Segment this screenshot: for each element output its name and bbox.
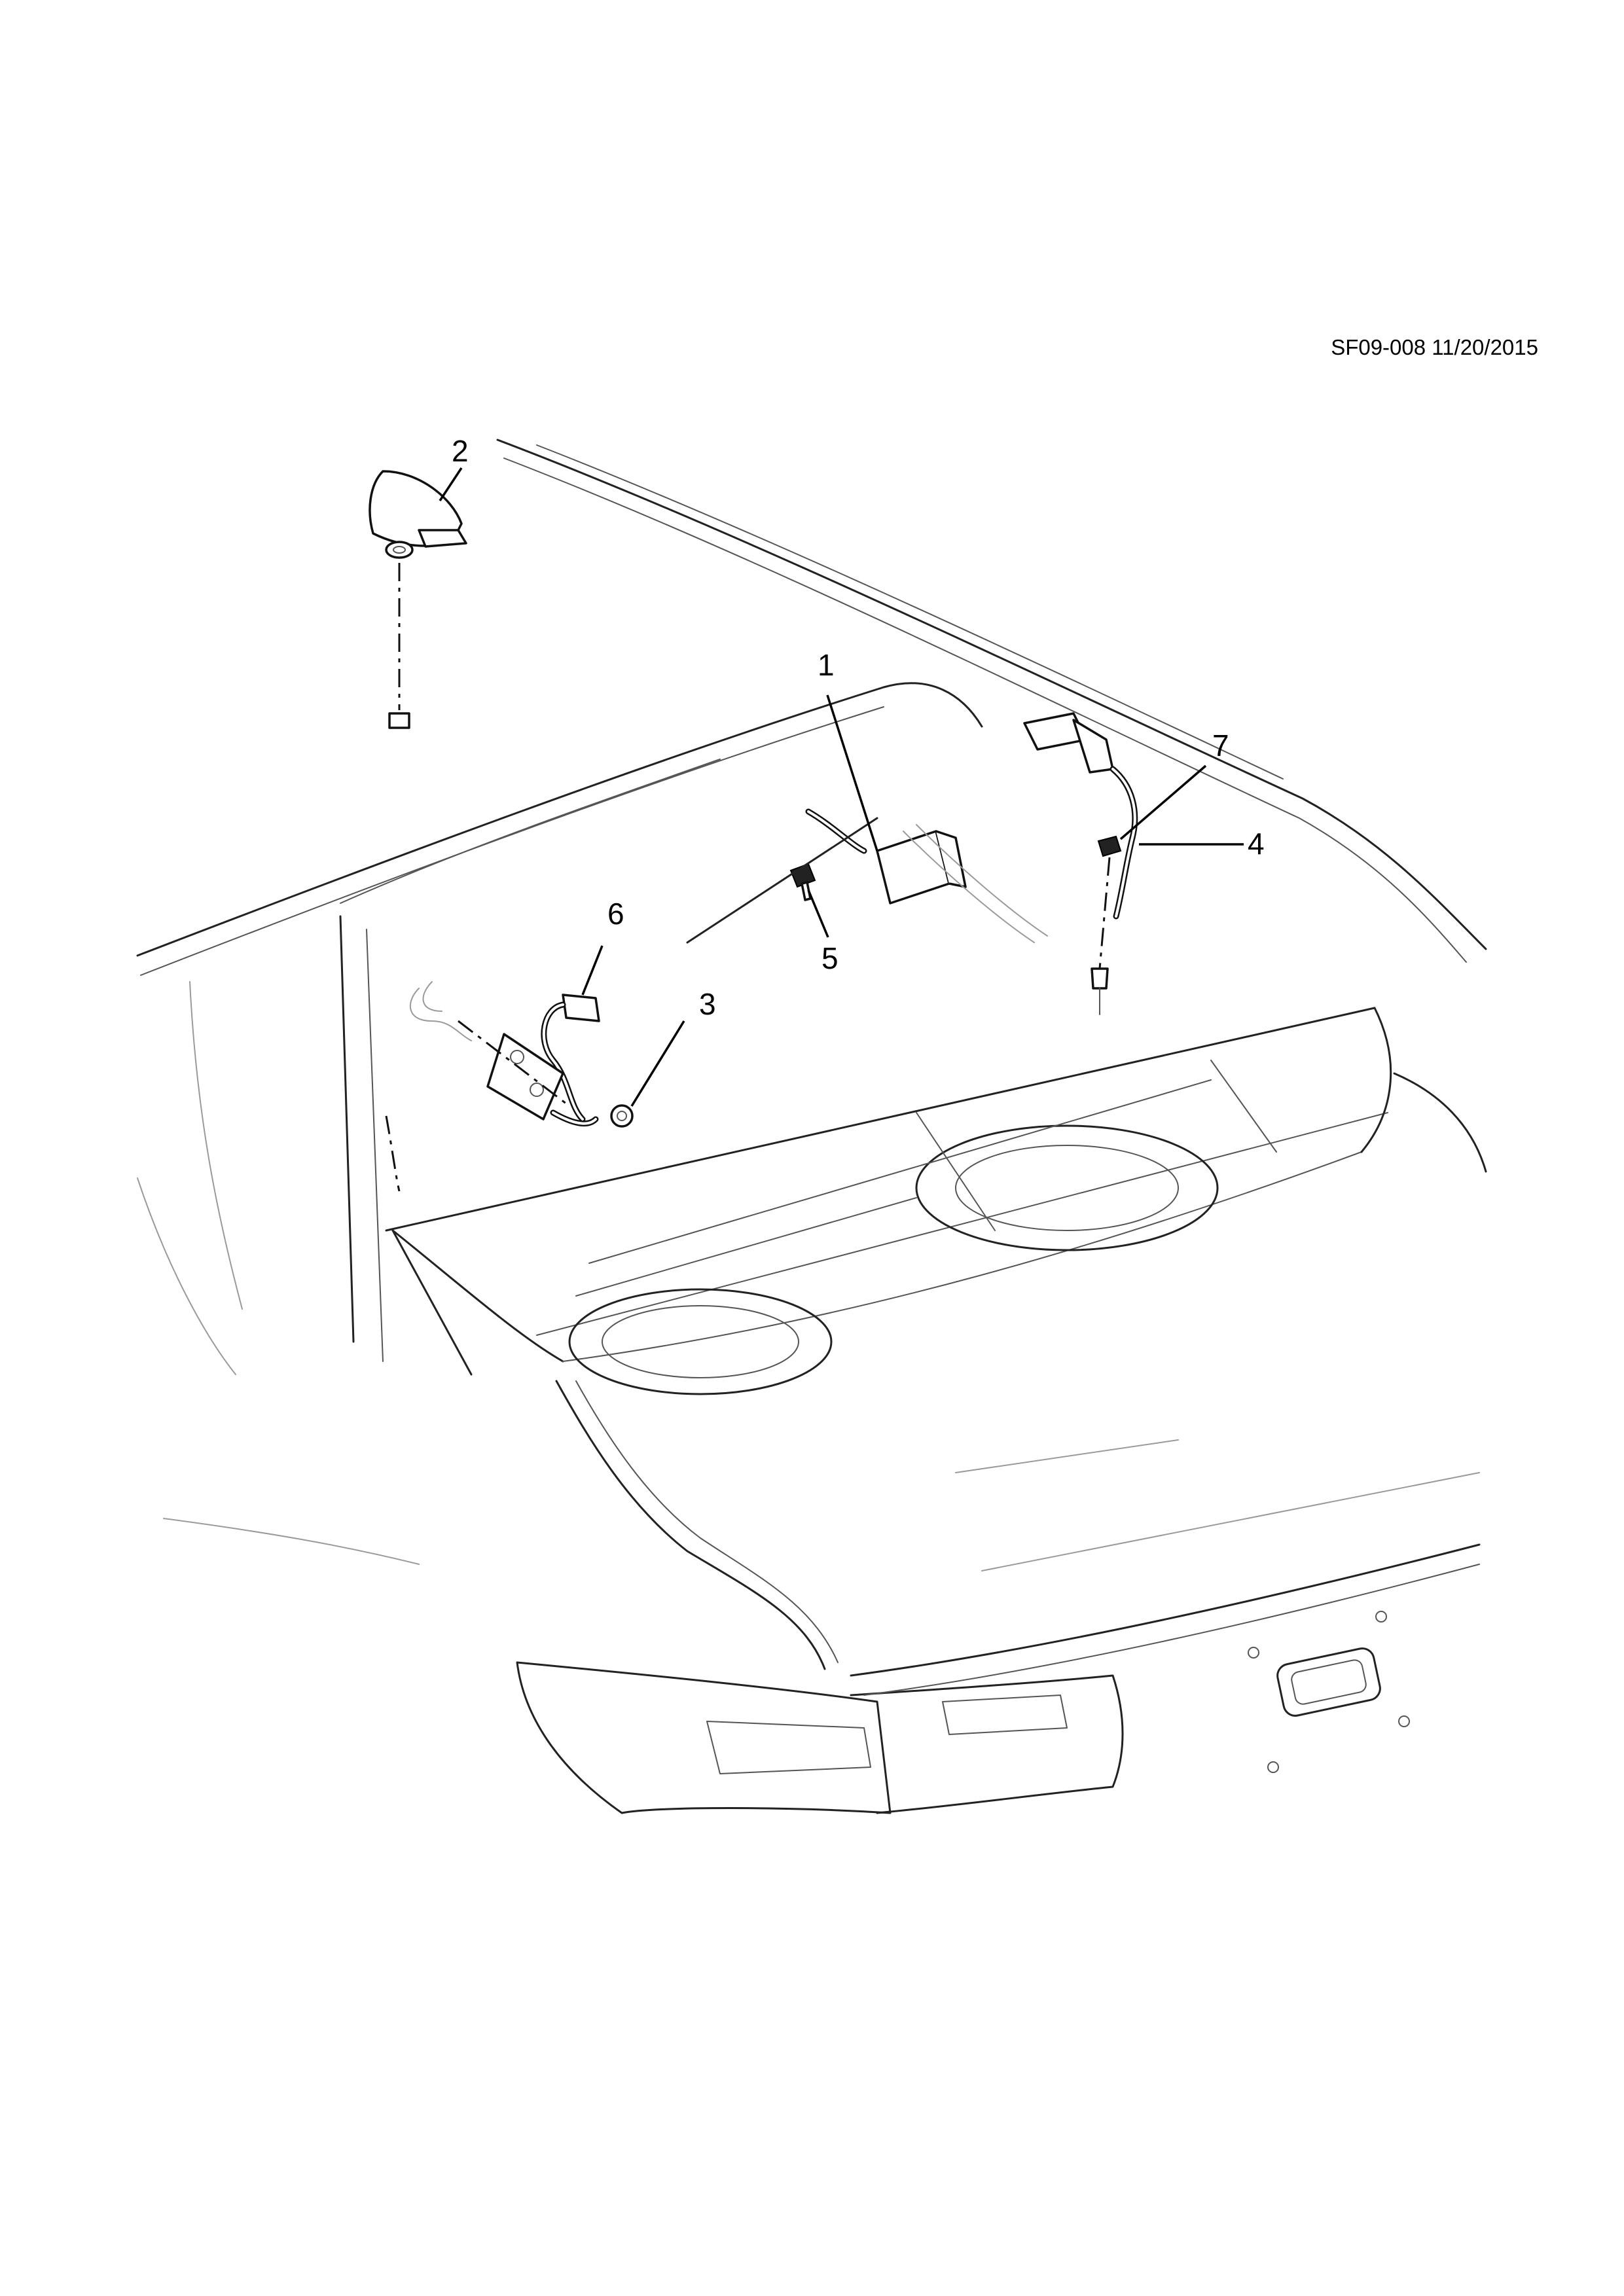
guide-line — [391, 1229, 473, 1376]
car-body-outline — [136, 439, 1487, 1814]
callout-6: 6 — [607, 897, 624, 931]
guide-line — [686, 817, 878, 944]
grommet-part-3 — [610, 1104, 634, 1128]
harness-part-6 — [409, 981, 600, 1127]
callout-4: 4 — [1248, 827, 1265, 861]
callout-7: 7 — [1212, 728, 1229, 762]
module-part-1 — [805, 808, 1048, 943]
antenna-part-2 — [369, 470, 467, 729]
callout-3: 3 — [699, 987, 716, 1021]
callout-labels: 1 2 3 4 5 6 7 — [452, 434, 1265, 1021]
guide-line — [385, 1115, 401, 1192]
reference-code: SF09-008 11/20/2015 — [1331, 335, 1538, 359]
screw-part-7 — [1091, 835, 1122, 1015]
callout-5: 5 — [821, 941, 839, 975]
cable-part-4 — [1023, 712, 1138, 920]
callout-2: 2 — [452, 434, 469, 468]
callout-1: 1 — [818, 648, 835, 682]
callout-leaders — [439, 467, 1244, 1107]
